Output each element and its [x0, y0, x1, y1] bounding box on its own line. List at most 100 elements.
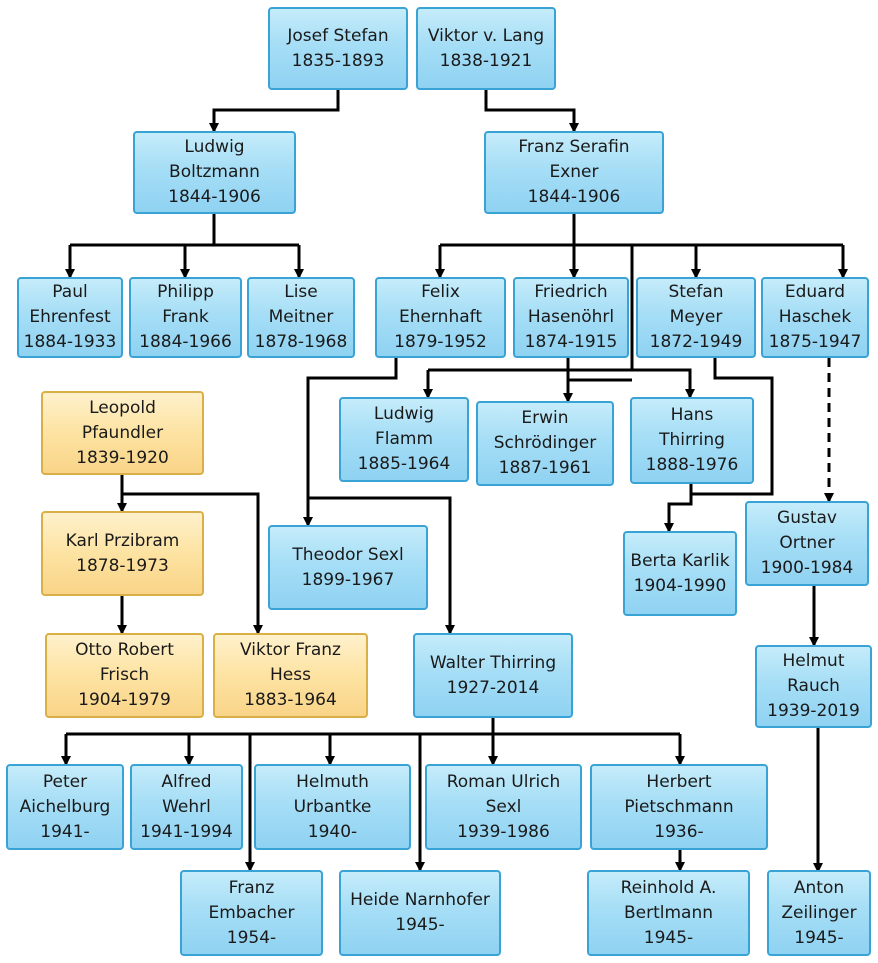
node-text-line: 1899-1967	[301, 569, 395, 590]
node-text-line: Embacher	[208, 902, 295, 923]
node-text-line: Alfred	[161, 771, 212, 792]
node-text-line: Lise	[284, 282, 318, 302]
node-heide-narnhofer: Heide Narnhofer 1945-	[339, 870, 501, 956]
node-text-line: Pfaundler	[81, 422, 164, 443]
node-text-line: Walter Thirring	[429, 652, 557, 673]
node-text-line: 1839-1920	[76, 447, 169, 468]
node-text-line: Erwin	[521, 408, 569, 428]
node-text-line: 1884-1966	[139, 332, 232, 352]
node-text-line: Schrödinger	[493, 433, 597, 453]
node-text-line: 1875-1947	[768, 332, 862, 352]
edge-thirring-karlik	[664, 484, 693, 533]
node-text-line: Felix	[421, 282, 460, 302]
node-text-line: Rauch	[787, 676, 840, 696]
edge-stefan-boltzmann	[209, 90, 340, 133]
node-text-line: Ludwig	[373, 404, 435, 424]
node-text-line: Helmuth	[296, 771, 369, 792]
node-text-line: Ehernhaft	[399, 307, 482, 327]
node-text-line: 1883-1964	[244, 690, 337, 710]
edge-ehrenhaft-sexl-t	[303, 358, 398, 527]
node-text-line: Philipp	[157, 282, 214, 302]
node-text-line: Ludwig	[184, 137, 245, 157]
node-text-line: Friedrich	[534, 282, 608, 302]
node-text-line: Hans	[670, 405, 714, 425]
node-text-line: 1945-	[794, 927, 844, 948]
edge-lang-exner	[484, 90, 579, 133]
edge-thirring-w-bus	[66, 718, 680, 736]
node-text-line: Urbantke	[293, 796, 372, 817]
node-text-line: 1838-1921	[439, 50, 533, 71]
node-text-line: Hasenöhrl	[527, 307, 615, 327]
node-text-line: 1927-2014	[446, 677, 540, 698]
node-text-line: 1939-1986	[457, 821, 550, 842]
node-text-line: Herbert	[646, 771, 712, 792]
node-text-line: 1939-2019	[767, 701, 860, 721]
node-text-line: 1941-	[40, 821, 90, 842]
node-text-line: 1879-1952	[394, 332, 487, 352]
node-text-line: Franz	[228, 877, 275, 898]
node-text-line: Sexl	[485, 796, 522, 817]
node-text-line: 1936-	[654, 821, 704, 842]
node-text-line: Otto Robert	[75, 640, 174, 660]
node-text-line: Stefan	[668, 282, 724, 302]
node-text-line: Heide Narnhofer	[350, 890, 490, 910]
node-text-line: 1945-	[643, 927, 694, 948]
node-text-line: Aichelburg	[19, 796, 111, 817]
node-text-line: 1941-1994	[140, 821, 233, 842]
node-text-line: 1888-1976	[645, 455, 739, 475]
node-text-line: Eduard	[784, 282, 846, 302]
node-text-line: Theodor Sexl	[292, 544, 404, 565]
node-text-line: 1844-1906	[168, 187, 261, 207]
node-text-line: Berta Karlik	[630, 550, 730, 571]
node-text-line: Josef Stefan	[287, 25, 389, 46]
node-text-line: Viktor v. Lang	[427, 25, 545, 46]
node-text-line: Ehrenfest	[29, 307, 111, 327]
node-text-line: Ortner	[779, 533, 835, 553]
node-text-line: Frank	[162, 307, 209, 327]
edge-boltzmann-bus	[70, 214, 299, 247]
node-text-line: 1954-	[226, 927, 277, 948]
node-text-line: Helmut	[782, 651, 845, 671]
node-text-line: Haschek	[778, 307, 852, 327]
node-text-line: Gustav	[777, 508, 837, 528]
node-text-line: Anton	[793, 877, 845, 898]
edge-to-thirring-w	[308, 496, 455, 635]
node-text-line: Thirring	[659, 430, 725, 450]
node-text-line: 1874-1915	[524, 332, 618, 352]
node-theodor-sexl: Theodor Sexl 1899-1967	[268, 525, 428, 610]
node-text-line: 1884-1933	[23, 332, 117, 352]
edge-to-thirring-h	[632, 368, 695, 399]
edge-pfaundler-hess	[122, 492, 263, 635]
node-text-line: 1885-1964	[357, 454, 451, 474]
node-text-line: Viktor Franz	[240, 640, 341, 660]
node-text-line: Meyer	[669, 307, 723, 327]
node-text-line: 1940-	[307, 821, 358, 842]
node-text-line: Zeilinger	[781, 902, 857, 923]
node-text-line: 1945-	[395, 915, 445, 935]
node-text-line: 1904-1979	[78, 690, 171, 710]
node-text-line: 1878-1973	[76, 555, 169, 576]
node-text-line: Wehrl	[162, 796, 211, 817]
node-text-line: Reinhold A.	[620, 877, 717, 898]
